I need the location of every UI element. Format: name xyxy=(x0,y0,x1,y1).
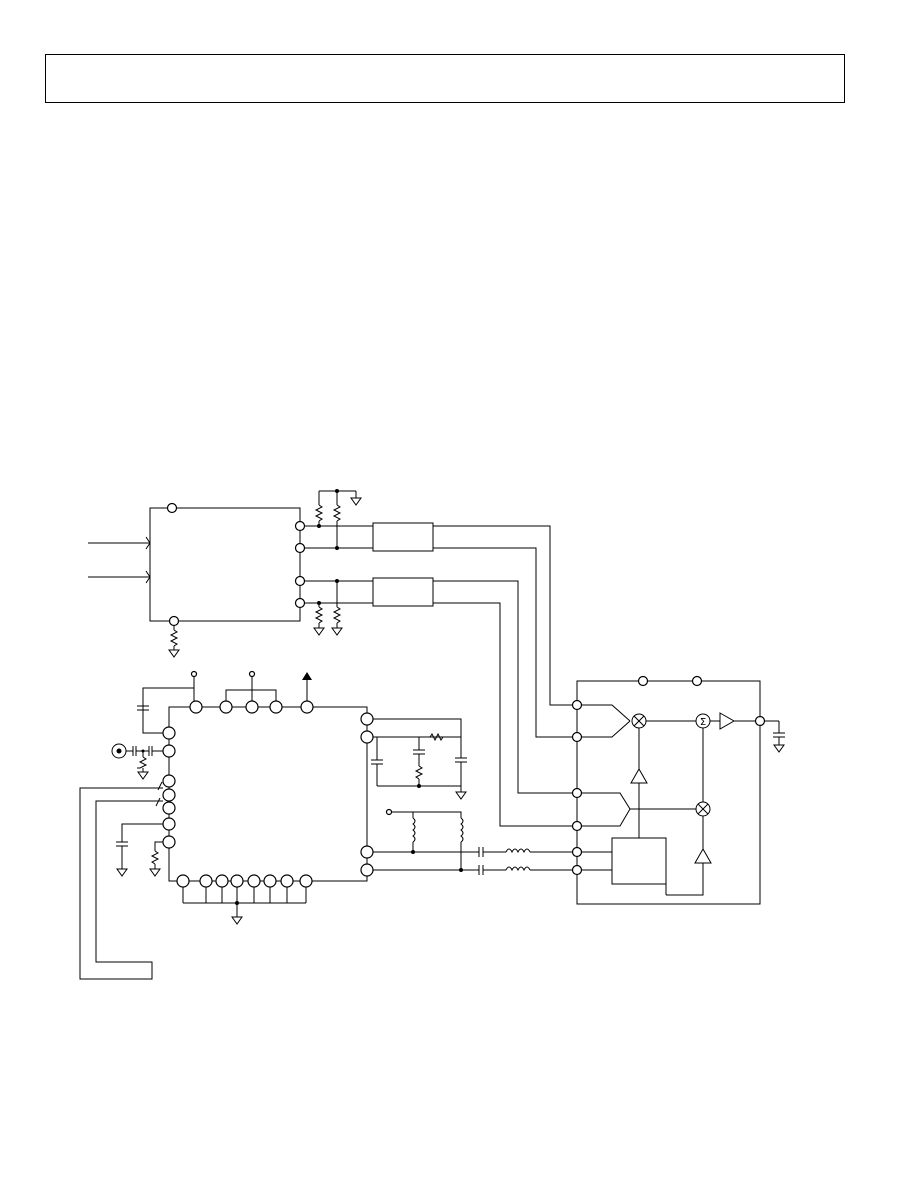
ic-top-pin-3 xyxy=(294,575,306,587)
supply-connections xyxy=(137,670,312,734)
mod-pin-qbbn xyxy=(571,820,583,832)
ic-pin xyxy=(199,874,213,888)
ic-top-pin-1 xyxy=(294,520,306,532)
filter-box-2 xyxy=(372,577,434,607)
ground-icon xyxy=(331,627,343,636)
left-passives xyxy=(116,823,163,877)
phase-splitter-box xyxy=(611,837,667,885)
bottom-ground-bus xyxy=(182,887,307,925)
supply-node xyxy=(190,670,198,678)
ic-pin xyxy=(269,700,283,714)
pulldown-network xyxy=(313,579,343,636)
ic-top-pin-4 xyxy=(294,597,306,609)
svg-text:Σ: Σ xyxy=(700,717,706,728)
mod-pin-ibbn xyxy=(571,731,583,743)
loop-filter xyxy=(371,718,467,800)
ic-top-pin-supply xyxy=(166,502,178,514)
ic-pin xyxy=(263,874,277,888)
ic-pin xyxy=(360,845,374,859)
supply-node xyxy=(248,670,256,678)
ic-pin xyxy=(162,801,176,815)
pullup-network xyxy=(314,489,362,550)
ic-pin xyxy=(189,700,203,714)
ic-pin xyxy=(162,726,176,740)
ic-pin xyxy=(360,730,374,744)
ic-pin xyxy=(245,700,259,714)
ground-icon xyxy=(116,868,128,877)
ic-pin xyxy=(162,817,176,831)
supply-arrow-icon xyxy=(302,672,312,680)
mod-pin-lon xyxy=(571,864,583,876)
lo-buffer-icon xyxy=(630,767,648,784)
lo-buffer-icon xyxy=(694,847,712,864)
filter-blocks xyxy=(304,522,434,607)
rset-resistor xyxy=(168,626,180,658)
ground-icon xyxy=(168,649,180,658)
ic-pin xyxy=(300,700,314,714)
ic-pin xyxy=(219,700,233,714)
ic-pin xyxy=(360,712,374,726)
filter-output-traces xyxy=(433,525,572,827)
filter-box-1 xyxy=(372,522,434,552)
ic-pin xyxy=(162,744,176,758)
ground-icon xyxy=(313,627,325,636)
ic-pin xyxy=(215,874,229,888)
ic-pin xyxy=(230,874,244,888)
output-capacitor xyxy=(765,720,785,753)
ic-pin xyxy=(280,874,294,888)
ground-icon xyxy=(350,497,362,506)
mod-pin-ibbp xyxy=(571,699,583,711)
ic-top-pin-rset xyxy=(168,615,180,627)
mod-pin xyxy=(637,675,649,687)
ground-icon xyxy=(773,744,785,753)
mod-pin-qbbp xyxy=(571,787,583,799)
ic-pin xyxy=(360,863,374,877)
ic-block-bottom xyxy=(162,700,374,888)
ic-block-top xyxy=(149,502,306,627)
reference-input xyxy=(111,743,163,780)
amplifier-icon xyxy=(719,712,736,730)
ic-top-pin-2 xyxy=(294,542,306,554)
input-arrows xyxy=(88,536,151,584)
ground-icon xyxy=(231,916,243,925)
ground-icon xyxy=(455,791,467,800)
mod-pin xyxy=(691,675,703,687)
rf-output-network xyxy=(373,808,572,875)
supply-node xyxy=(385,808,393,816)
ic-pin xyxy=(162,835,176,849)
mod-pin-rfout xyxy=(754,715,766,727)
ground-icon xyxy=(149,868,161,877)
ic-pin xyxy=(247,874,261,888)
ic-pin xyxy=(299,874,313,888)
ic-pin xyxy=(162,788,176,802)
ic-pin xyxy=(162,774,176,788)
modulator-block: Σ xyxy=(571,675,766,905)
serial-interface-lines xyxy=(79,781,163,980)
ic-pin xyxy=(176,874,190,888)
ground-icon xyxy=(137,771,149,780)
mod-pin-lop xyxy=(571,846,583,858)
header-frame xyxy=(45,54,845,103)
